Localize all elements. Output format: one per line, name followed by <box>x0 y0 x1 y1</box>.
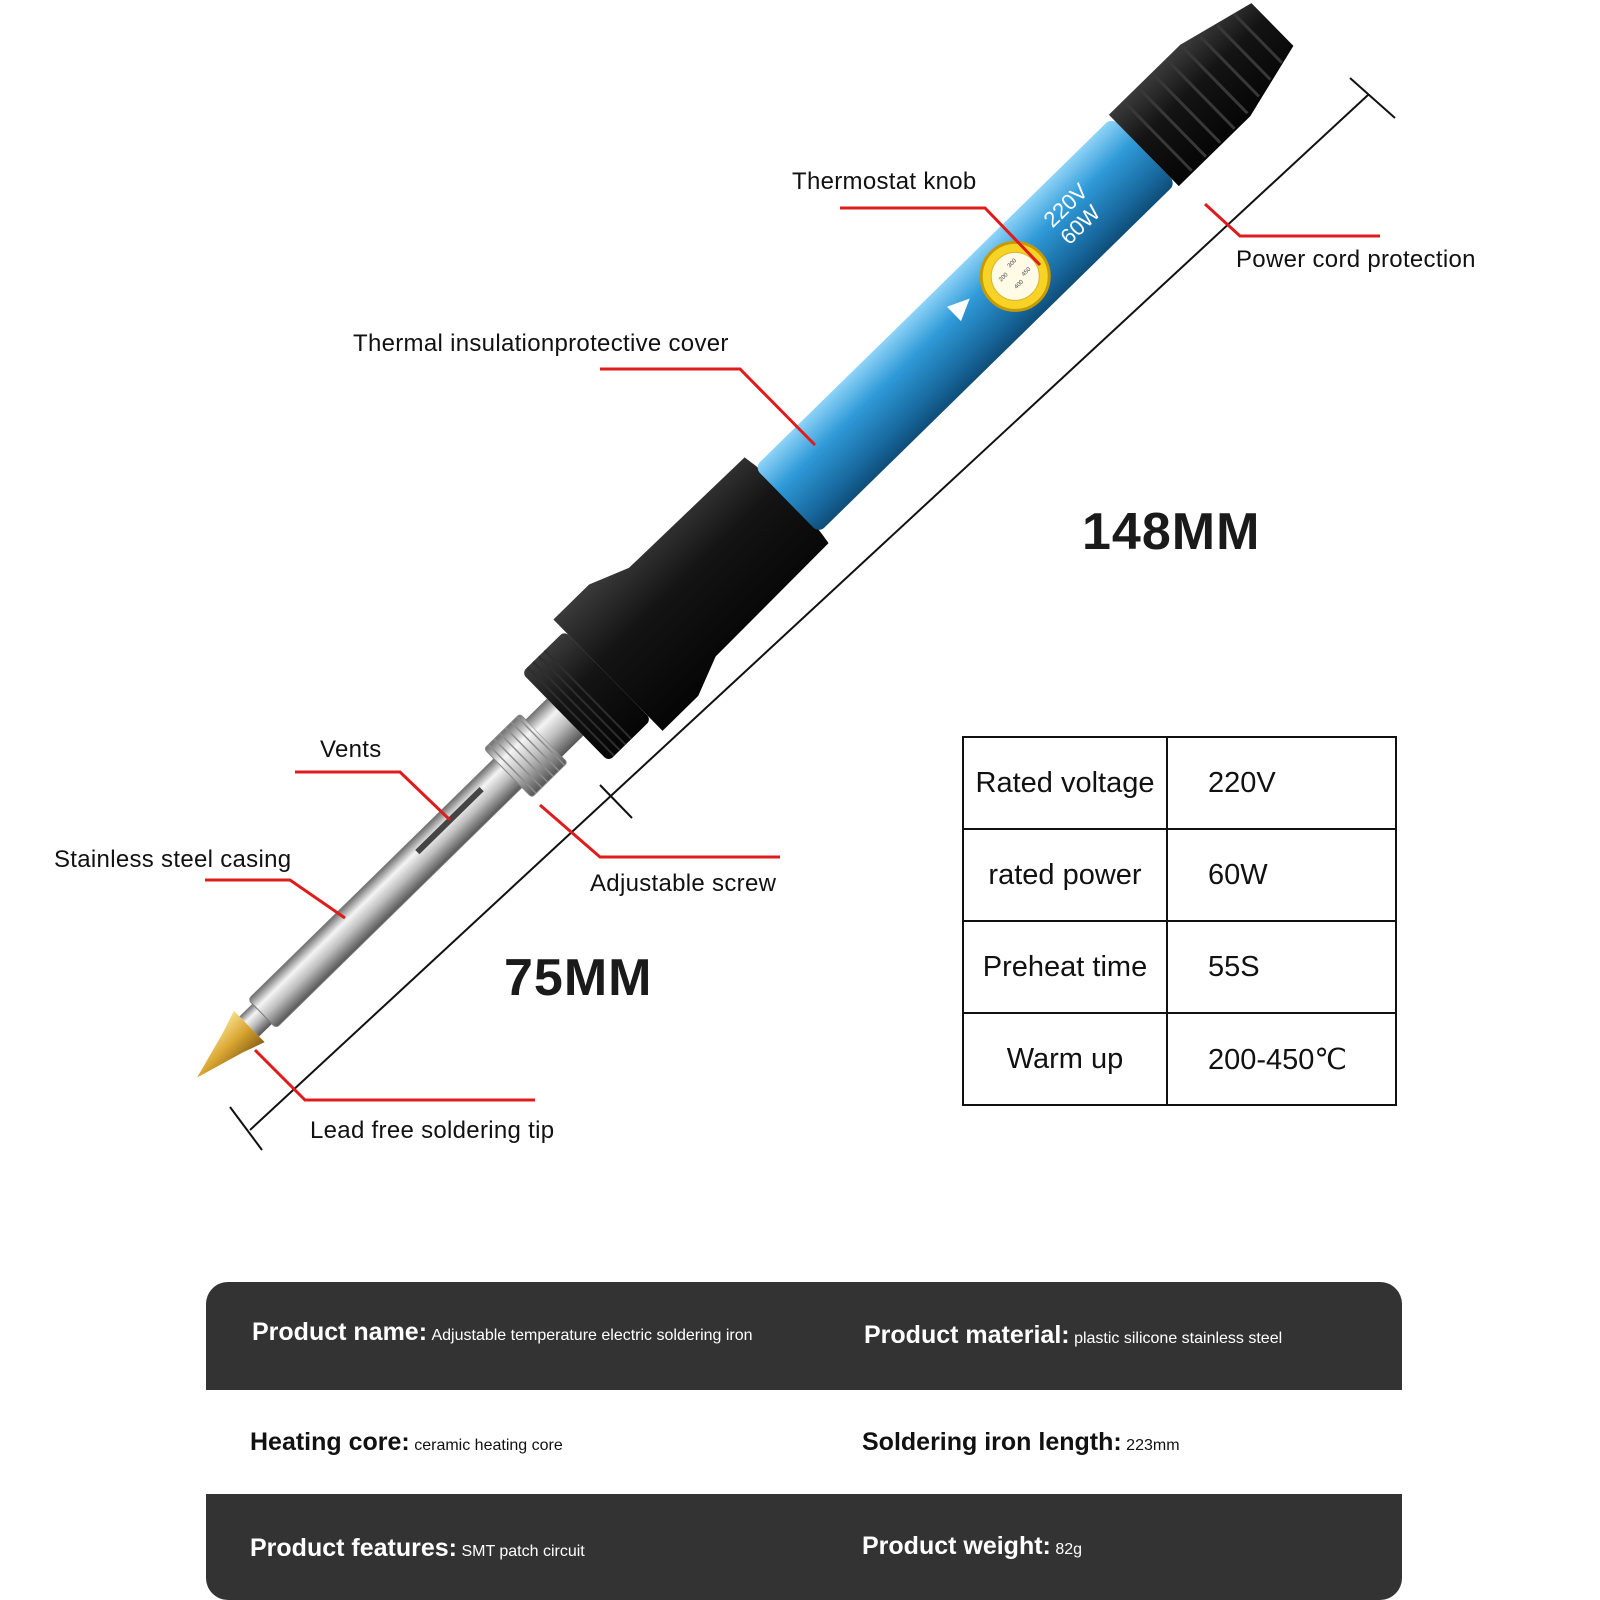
leader-thermal-cover <box>600 367 817 447</box>
callout-leaders <box>205 202 1380 1102</box>
spec-label: Rated voltage <box>962 736 1168 830</box>
spec-label: rated power <box>962 828 1168 922</box>
length-148-line <box>249 94 1369 1131</box>
leader-vents <box>295 770 452 822</box>
spec-label: Warm up <box>962 1012 1168 1106</box>
soldering-tip-label: Lead free soldering tip <box>310 1117 555 1144</box>
indicator-arrow <box>947 298 970 322</box>
leader-adjust-screw <box>539 803 780 859</box>
product-material-field: Product material: plastic silicone stain… <box>864 1321 1282 1350</box>
leader-tip <box>253 1048 535 1102</box>
product-name-value: Adjustable temperature electric solderin… <box>431 1327 753 1344</box>
svg-text:200: 200 <box>998 272 1010 284</box>
vent-slot <box>415 786 484 855</box>
heating-core-label: Heating core: <box>250 1428 410 1456</box>
tip-length-label: 75MM <box>504 949 653 1007</box>
adjustable-screw-label: Adjustable screw <box>590 870 777 897</box>
spec-value: 60W <box>1166 828 1397 922</box>
thermal-cover-label: Thermal insulationprotective cover <box>353 330 729 357</box>
table-row: Warm up 200-450℃ <box>962 1012 1397 1106</box>
product-features-field: Product features: SMT patch circuit <box>250 1534 585 1563</box>
blue-handle <box>757 120 1173 530</box>
spec-label: Preheat time <box>962 920 1168 1014</box>
detail-band-bottom <box>206 1494 1402 1600</box>
length-75-cap <box>599 784 633 819</box>
svg-text:300: 300 <box>1007 258 1019 270</box>
dimension-lines <box>229 77 1396 1151</box>
brass-tip <box>197 1010 265 1078</box>
table-row: Rated voltage 220V <box>962 736 1397 830</box>
spec-value: 220V <box>1166 736 1397 830</box>
product-material-label: Product material: <box>864 1321 1070 1349</box>
power-cord-protection-label: Power cord protection <box>1236 246 1476 273</box>
leader-power-cord <box>1203 202 1380 238</box>
spec-value: 55S <box>1166 920 1397 1014</box>
black-collar <box>524 633 649 759</box>
length-end-cap-top <box>1349 77 1396 119</box>
product-features-value: SMT patch circuit <box>461 1543 585 1560</box>
product-weight-value: 82g <box>1055 1541 1083 1558</box>
product-weight-label: Product weight: <box>862 1532 1051 1560</box>
stainless-casing-label: Stainless steel casing <box>54 846 292 873</box>
leader-stainless <box>205 878 346 920</box>
table-row: Preheat time 55S <box>962 920 1397 1014</box>
spec-value: 200-450℃ <box>1166 1012 1397 1106</box>
length-end-cap <box>229 1106 263 1151</box>
total-length-label: 148MM <box>1082 503 1261 561</box>
vents-label: Vents <box>320 736 382 763</box>
iron-length-value: 223mm <box>1126 1437 1180 1454</box>
thermostat-knob-label: Thermostat knob <box>792 168 977 195</box>
leader-thermostat <box>840 206 1042 267</box>
svg-text:450: 450 <box>1021 266 1033 278</box>
product-name-label: Product name: <box>252 1318 428 1346</box>
product-weight-field: Product weight: 82g <box>862 1532 1082 1561</box>
thermal-insulation-cover <box>553 457 829 731</box>
iron-length-field: Soldering iron length: 223mm <box>862 1428 1180 1457</box>
svg-text:400: 400 <box>1014 279 1026 291</box>
table-row: rated power 60W <box>962 828 1397 922</box>
heating-core-field: Heating core: ceramic heating core <box>250 1428 563 1457</box>
product-features-label: Product features: <box>250 1534 457 1562</box>
heating-core-value: ceramic heating core <box>414 1437 563 1454</box>
detail-band-top <box>206 1282 1402 1390</box>
product-material-value: plastic silicone stainless steel <box>1074 1330 1283 1347</box>
product-name-field: Product name: Adjustable temperature ele… <box>252 1318 753 1347</box>
spec-table: Rated voltage 220V rated power 60W Prehe… <box>962 736 1397 1106</box>
iron-length-label: Soldering iron length: <box>862 1428 1122 1456</box>
steel-casing <box>249 755 526 1027</box>
